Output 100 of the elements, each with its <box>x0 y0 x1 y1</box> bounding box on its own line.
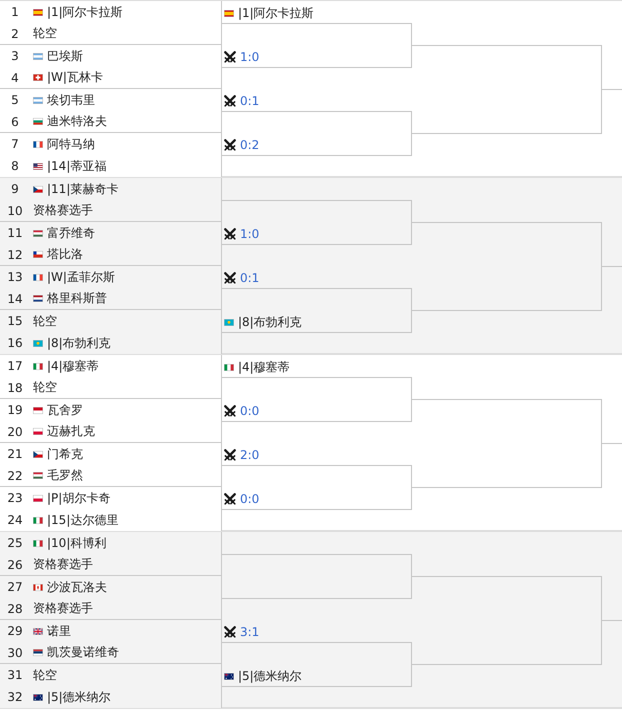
bracket-line <box>411 399 601 400</box>
draw-position: 3 <box>10 49 20 63</box>
bracket-connector <box>601 576 602 621</box>
draw-position: 27 <box>6 580 24 594</box>
player-name: |5|德米纳尔 <box>238 668 302 684</box>
draw-position: 15 <box>6 314 24 328</box>
player-name: |1|阿尔卡拉斯 <box>238 4 314 22</box>
bracket-connector <box>411 310 412 333</box>
head-to-head-score: 2:0 <box>240 448 260 462</box>
draw-position: 23 <box>6 491 24 505</box>
head-to-head-score: 0:0 <box>240 492 260 506</box>
bracket-connector <box>411 664 412 687</box>
bracket-line <box>601 620 622 621</box>
player-name: 沙波瓦洛夫 <box>47 578 107 596</box>
draw-row <box>0 111 222 133</box>
head-to-head-score: 1:0 <box>240 227 260 241</box>
bracket-line <box>222 200 411 201</box>
player-name: |4|穆塞蒂 <box>238 358 290 376</box>
draw-position: 30 <box>6 646 24 660</box>
player-name: 毛罗然 <box>47 467 83 484</box>
player-name: |10|科博利 <box>47 534 106 552</box>
player-name: 凯茨曼诺维奇 <box>47 644 119 661</box>
draw-position: 1 <box>10 5 20 19</box>
player-name: 埃切韦里 <box>47 92 95 108</box>
player-name: 瓦舍罗 <box>47 402 83 418</box>
player-name: |11|莱赫奇卡 <box>47 180 118 198</box>
draw-position: 9 <box>10 182 20 196</box>
draw-row <box>0 377 222 399</box>
draw-row <box>0 421 222 443</box>
player-name: 巴埃斯 <box>47 48 83 64</box>
head-to-head-score: 0:0 <box>240 404 260 418</box>
bracket-line <box>411 487 601 488</box>
player-name: |P|胡尔卡奇 <box>47 490 110 506</box>
draw-position: 14 <box>6 292 24 306</box>
draw-row <box>0 200 222 222</box>
bracket-line <box>222 598 411 599</box>
draw-row <box>0 67 222 89</box>
bracket-connector <box>601 222 602 267</box>
draw-row <box>0 465 222 487</box>
draw-position: 12 <box>6 248 24 262</box>
draw-position: 4 <box>10 70 20 84</box>
bracket-connector <box>411 222 412 245</box>
draw-row <box>0 332 222 354</box>
draw-position: 24 <box>6 513 24 527</box>
bracket-connector <box>601 443 602 488</box>
player-name: |14|蒂亚福 <box>47 158 106 174</box>
draw-position: 29 <box>6 624 24 638</box>
player-name: 轮空 <box>33 312 57 330</box>
bracket-connector <box>601 399 602 444</box>
player-name: 轮空 <box>33 666 57 684</box>
bracket-connector <box>411 576 412 599</box>
draw-position: 31 <box>6 668 24 682</box>
draw-position: 5 <box>10 93 20 107</box>
draw-position: 22 <box>6 468 24 482</box>
bracket-line <box>411 222 601 223</box>
player-name: |W|瓦林卡 <box>47 69 103 86</box>
bracket-line <box>411 576 601 577</box>
bracket-connector <box>601 266 602 311</box>
draw-position: 7 <box>10 137 20 151</box>
draw-position: 8 <box>10 159 20 173</box>
draw-row <box>0 23 222 45</box>
draw-position: 21 <box>6 447 24 461</box>
draw-position: 17 <box>6 359 24 373</box>
bracket-line <box>411 664 601 665</box>
draw-position: 32 <box>6 690 24 704</box>
bracket-connector <box>411 133 412 156</box>
bracket-connector <box>411 45 412 68</box>
player-name: 轮空 <box>33 379 57 396</box>
bracket-line <box>411 133 601 134</box>
bracket-connector <box>601 620 602 665</box>
player-name: |8|布勃利克 <box>238 314 302 330</box>
player-name: 富乔维奇 <box>47 224 95 242</box>
bracket-line <box>222 554 411 555</box>
player-name: 资格赛选手 <box>33 202 93 219</box>
draw-position: 6 <box>10 114 20 128</box>
draw-position: 11 <box>6 226 24 240</box>
bracket-connector <box>411 554 412 577</box>
player-name: 阿特马纳 <box>47 136 95 152</box>
player-name: 诺里 <box>47 622 71 640</box>
draw-position: 25 <box>6 536 24 550</box>
bracket-line <box>601 266 622 267</box>
player-name: 门希克 <box>47 446 83 462</box>
head-to-head-score: 3:1 <box>240 625 260 639</box>
bracket-connector <box>411 288 412 311</box>
draw-row <box>0 598 222 620</box>
player-name: |1|阿尔卡拉斯 <box>47 4 123 20</box>
bracket-connector <box>411 465 412 488</box>
head-to-head-score: 1:0 <box>240 50 260 64</box>
draw-row <box>0 155 222 177</box>
player-name: 资格赛选手 <box>33 600 93 617</box>
bracket-line <box>601 89 622 90</box>
player-name: 迈赫扎克 <box>47 423 95 440</box>
head-to-head-score: 0:2 <box>240 138 260 152</box>
player-name: 轮空 <box>33 25 57 42</box>
draw-position: 19 <box>6 403 24 417</box>
draw-position: 2 <box>10 26 20 40</box>
bracket-connector <box>411 111 412 134</box>
draw-row <box>0 554 222 576</box>
bracket-line <box>411 45 601 46</box>
bracket-line <box>411 310 601 311</box>
